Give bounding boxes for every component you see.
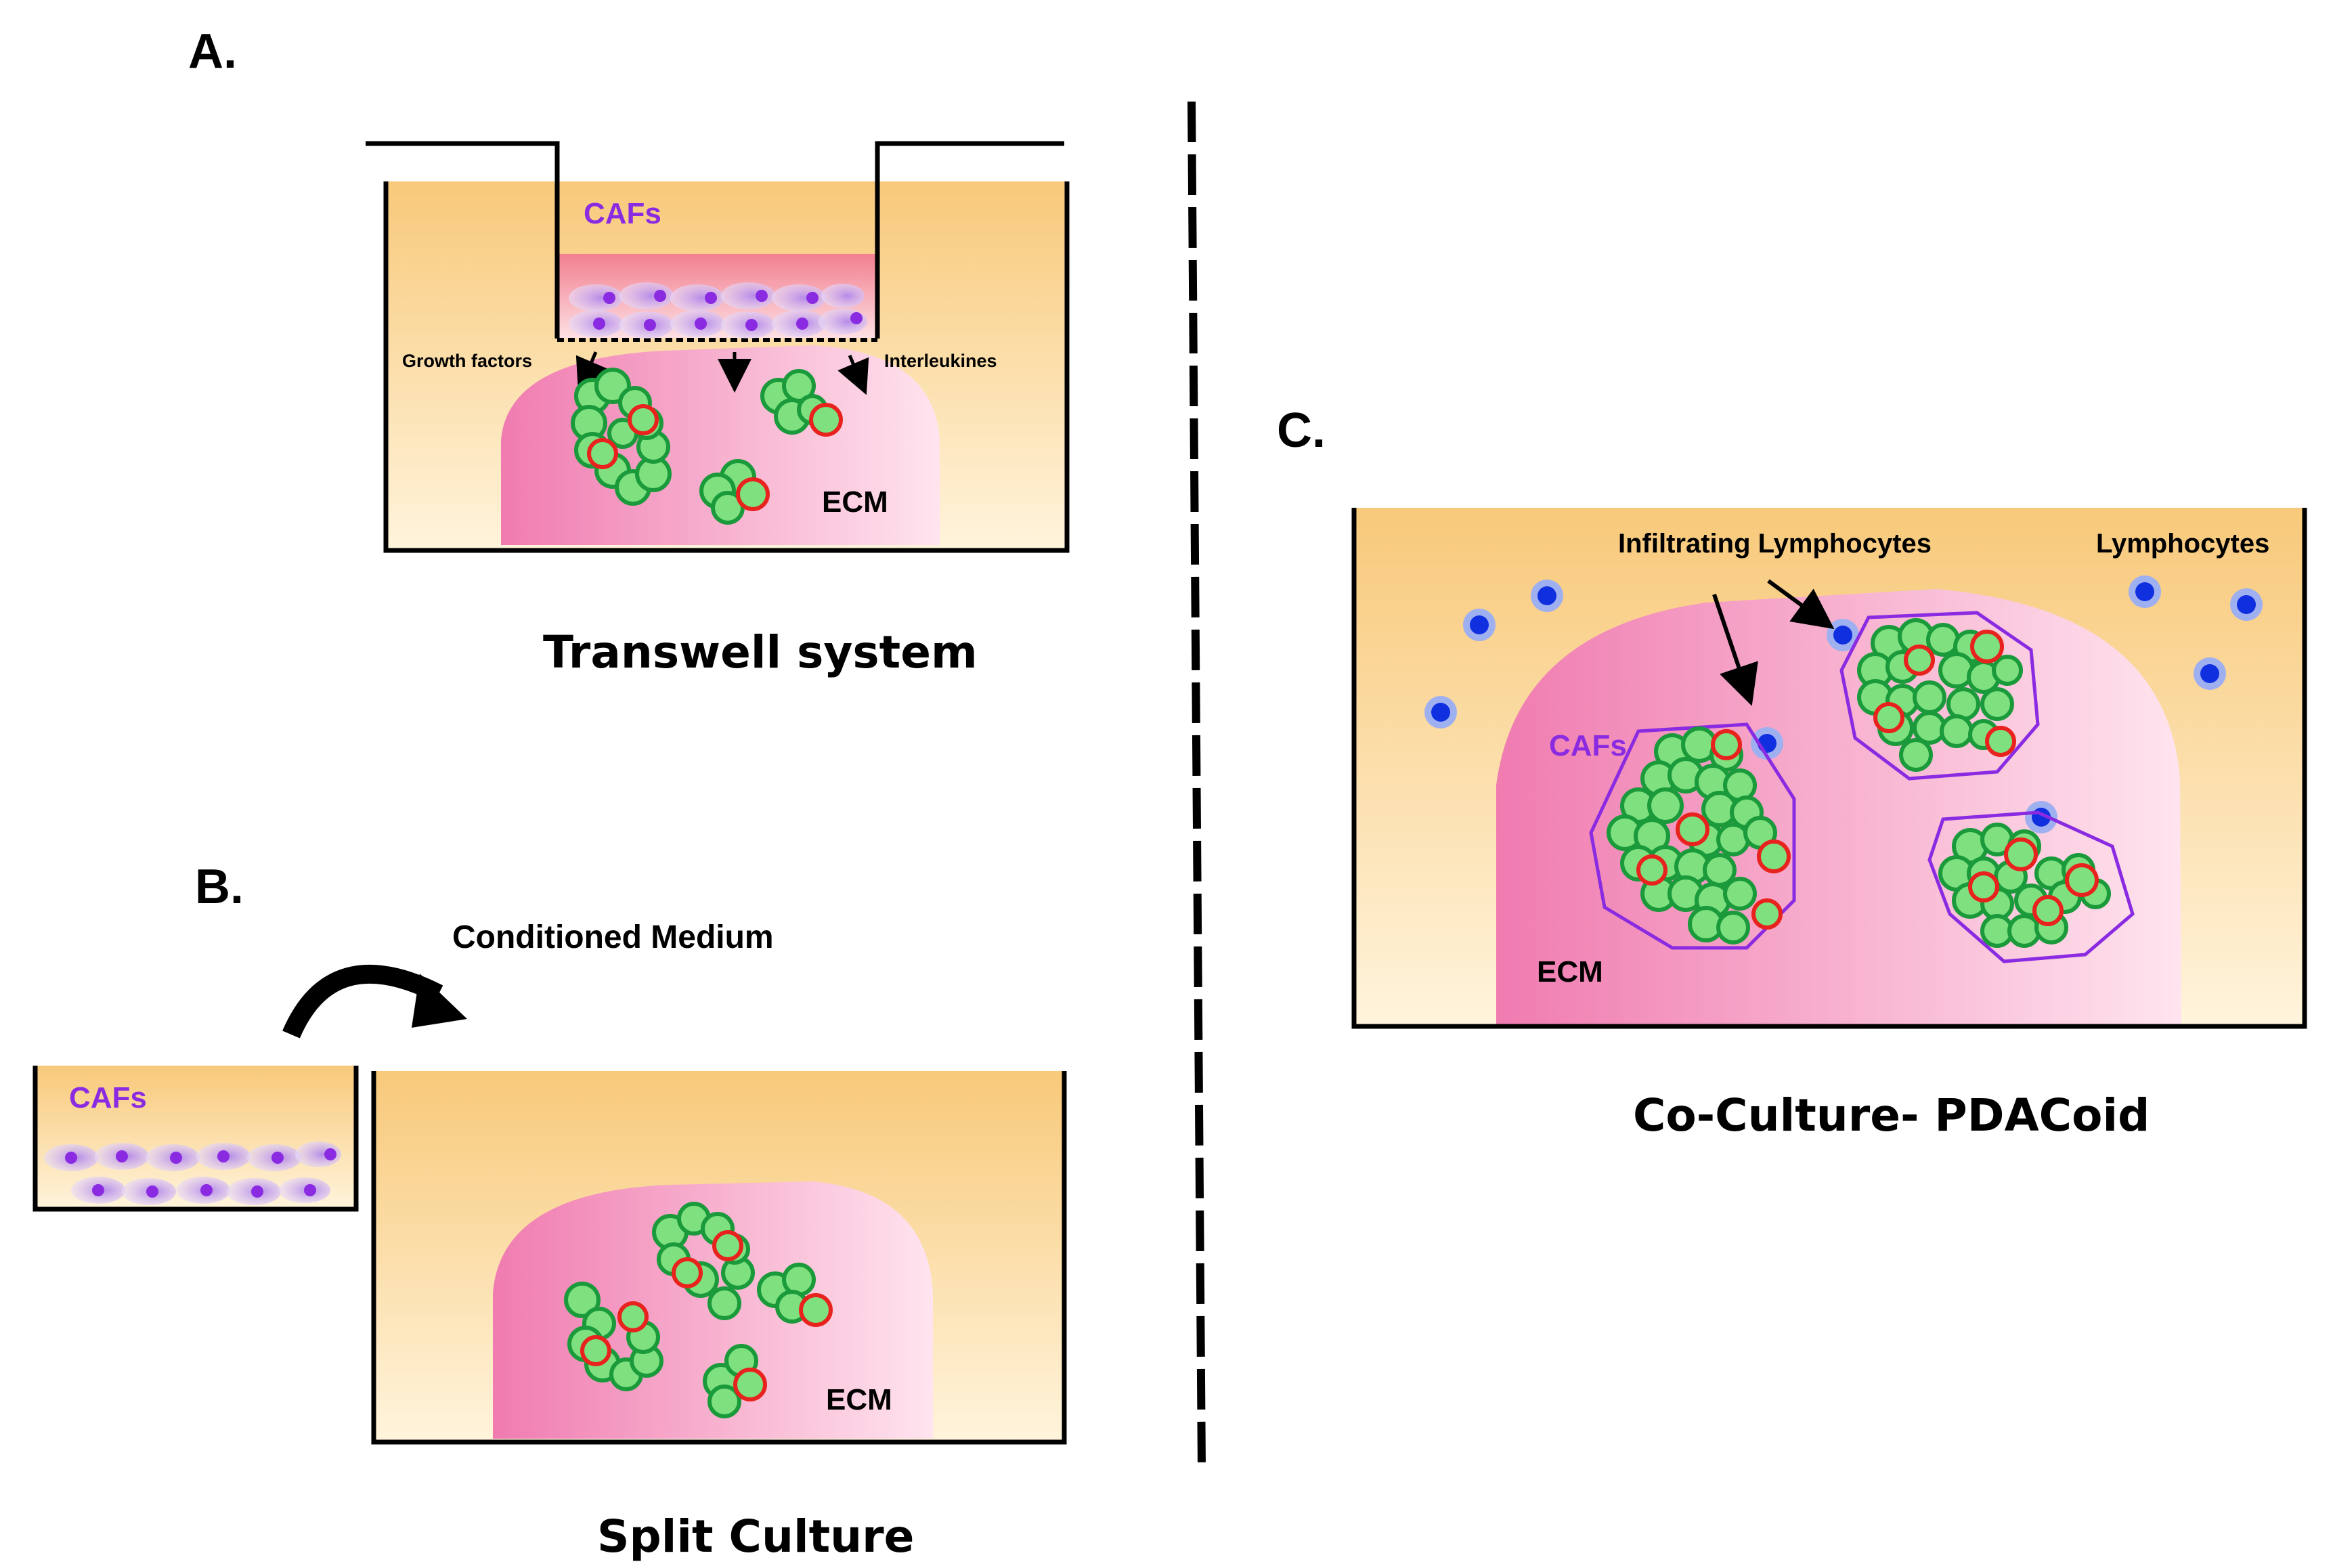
panel-c-ecm-label: ECM bbox=[1537, 955, 1603, 988]
panel-a-arrow-right bbox=[837, 355, 869, 395]
panel-c-organoid-top bbox=[1839, 611, 2040, 781]
panel-a-caf-layer bbox=[569, 282, 867, 339]
panel-b: B. Conditioned Medium bbox=[32, 860, 1067, 1563]
panel-divider bbox=[1187, 101, 1206, 1470]
panel-c-letter: C. bbox=[1277, 404, 1326, 458]
panel-a-caption: Transwell system bbox=[543, 626, 978, 678]
panel-c-cafs-label: CAFs bbox=[1549, 729, 1627, 762]
curved-arrow-icon bbox=[282, 965, 467, 1039]
panel-b-letter: B. bbox=[195, 860, 244, 914]
panel-c-lymphocytes bbox=[1424, 575, 2263, 833]
panel-a-ecm-label: ECM bbox=[822, 485, 888, 519]
panel-b-ecm-label: ECM bbox=[826, 1383, 892, 1416]
panel-a: A. bbox=[188, 24, 1070, 678]
panel-a-letter: A. bbox=[188, 24, 237, 79]
panel-b-caf-layer bbox=[44, 1141, 341, 1205]
panel-a-insert bbox=[366, 141, 1064, 342]
panel-b-conditioned-medium-label: Conditioned Medium bbox=[452, 919, 774, 955]
panel-b-organoids bbox=[564, 1202, 833, 1418]
panel-b-cafs-label: CAFs bbox=[69, 1081, 147, 1114]
panel-a-cafs-label: CAFs bbox=[584, 197, 661, 230]
panel-c-infiltrating-label: Infiltrating Lymphocytes bbox=[1618, 529, 1932, 559]
panel-c-organoid-left bbox=[1589, 722, 1796, 950]
panel-a-growth-factors-label: Growth factors bbox=[402, 351, 532, 371]
panel-c-caption: Co-Culture- PDACoid bbox=[1633, 1089, 2150, 1141]
panel-c-arrow-short bbox=[1767, 579, 1835, 630]
panel-c-arrow-long bbox=[1712, 594, 1758, 706]
panel-c-lymphocytes-label: Lymphocytes bbox=[2096, 529, 2269, 559]
panel-a-arrow-left bbox=[575, 351, 607, 393]
panel-b-caption: Split Culture bbox=[597, 1510, 914, 1563]
panel-a-organoids bbox=[571, 368, 843, 525]
panel-b-caf-dish bbox=[32, 1066, 359, 1212]
panel-a-interleukines-label: Interleukines bbox=[884, 351, 997, 371]
panel-c-well bbox=[1351, 508, 2307, 1029]
panel-c: C. bbox=[1277, 404, 2307, 1141]
panel-c-organoid-bottom bbox=[1927, 810, 2135, 963]
